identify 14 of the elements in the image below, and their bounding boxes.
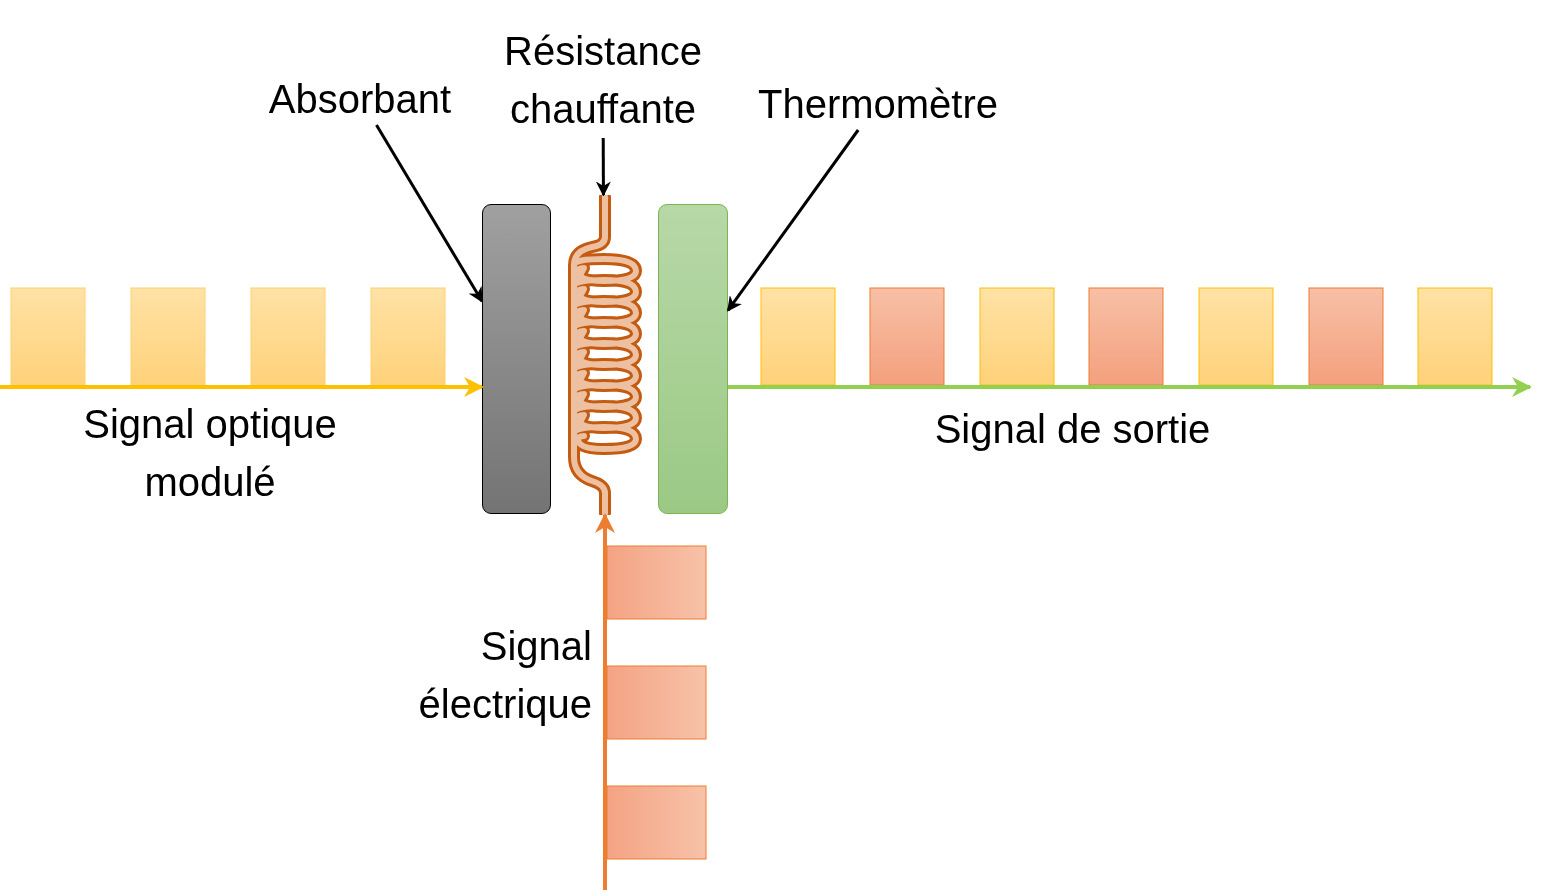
signal-label: Signal électrique — [417, 623, 592, 728]
absorber-block — [482, 204, 551, 514]
part-label: Thermomètre — [734, 75, 1022, 130]
leader-line — [375, 124, 484, 303]
thermometer-block — [658, 204, 728, 514]
signal-arrow — [595, 513, 615, 890]
signal-label: Signal de sortie — [933, 406, 1212, 453]
part-label: Résistance chauffante — [492, 22, 714, 138]
signal-arrow — [728, 377, 1532, 397]
signal-label: Signal optique modulé — [82, 401, 338, 506]
part-label: Absorbant — [252, 70, 468, 125]
leader-line — [726, 129, 860, 312]
leader-line — [595, 138, 611, 197]
signal-arrow — [0, 377, 484, 397]
